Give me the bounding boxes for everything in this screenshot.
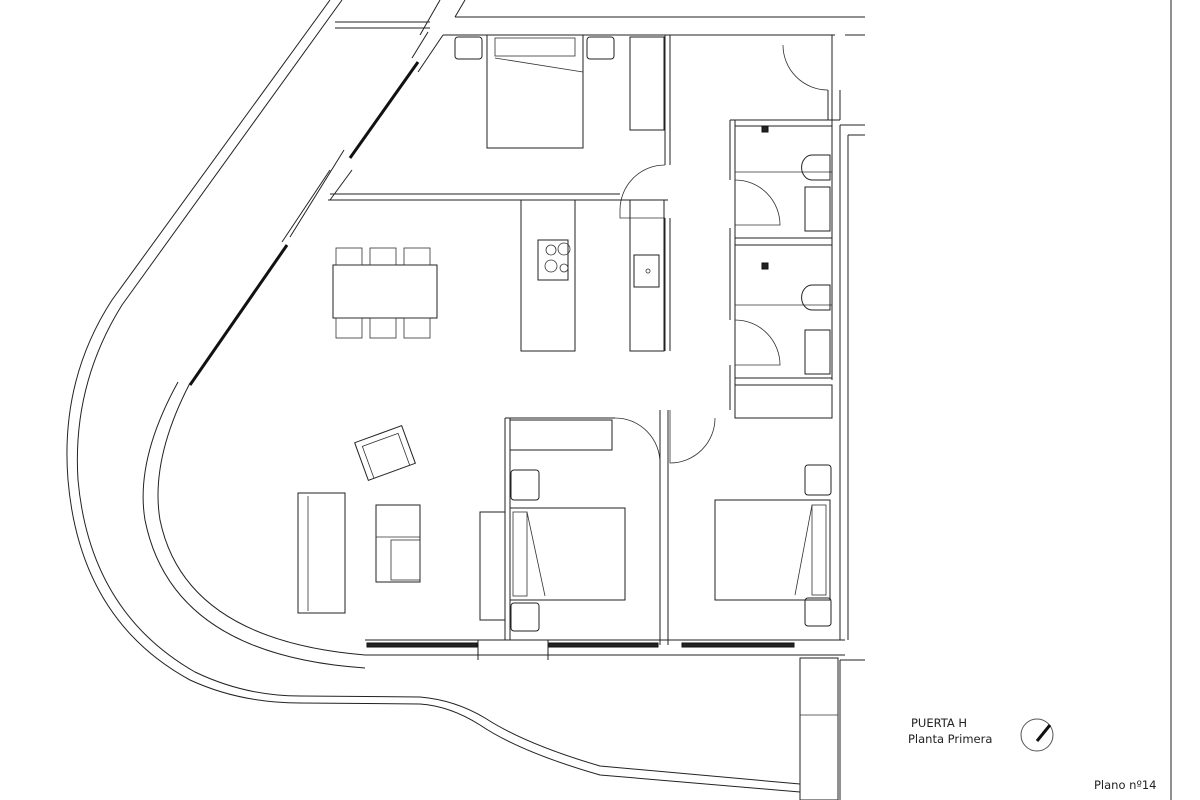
diagonal-facade	[188, 31, 444, 386]
double-bed-icon	[714, 499, 831, 601]
chair-icon	[369, 247, 397, 266]
nightstand-icon	[804, 464, 832, 496]
dining-set	[332, 247, 438, 339]
toilet-icon	[801, 154, 831, 181]
north-arrow-icon	[1020, 718, 1054, 752]
entry-door-swing-icon	[782, 44, 829, 91]
kitchen-island	[520, 199, 576, 352]
chair-icon	[403, 317, 431, 339]
double-bed-icon	[486, 34, 584, 149]
top-corridor-walls	[335, 0, 865, 36]
window-glazing	[366, 642, 478, 648]
toilet-icon	[801, 284, 831, 311]
washbasin-icon	[804, 186, 831, 232]
balcony-outline	[66, 0, 801, 793]
nightstand-icon	[510, 469, 540, 501]
chair-icon	[335, 247, 363, 266]
window-glazing	[681, 642, 795, 648]
double-bed-icon	[509, 507, 626, 601]
chair-icon	[369, 317, 397, 339]
kitchen-bedroom-wall	[328, 35, 671, 351]
bedroom-1-furniture	[454, 34, 665, 149]
bottom-facade	[365, 639, 865, 800]
balcony-planter	[799, 657, 839, 800]
armchair-icon	[375, 504, 421, 583]
bedroom-2	[479, 410, 669, 645]
nightstand-icon	[510, 602, 540, 632]
floor-label: Planta Primera	[908, 732, 993, 746]
armchair-icon	[354, 425, 416, 481]
nightstand-icon	[804, 597, 832, 627]
curved-wall	[142, 381, 366, 669]
wardrobe-icon	[509, 419, 613, 451]
wardrobe-icon	[629, 36, 665, 131]
living-furniture	[297, 425, 421, 614]
chair-icon	[403, 247, 431, 266]
bathrooms	[729, 35, 865, 640]
sink-icon	[633, 254, 660, 288]
kitchen-counter	[629, 199, 665, 352]
desk-icon	[479, 511, 506, 621]
bedroom-3	[669, 384, 833, 627]
sheet-number: Plano nº14	[1094, 778, 1157, 792]
nightstand-icon	[454, 36, 483, 60]
shower-drain-icon	[761, 262, 769, 270]
dining-table-icon	[332, 264, 438, 319]
door-swing-icon	[619, 164, 666, 219]
kitchen	[520, 199, 665, 352]
nightstand-icon	[586, 36, 615, 60]
washbasin-icon	[804, 329, 831, 375]
sofa-icon	[297, 492, 346, 614]
wardrobe-icon	[734, 384, 833, 419]
chair-icon	[335, 317, 363, 339]
hob-icon	[537, 239, 569, 281]
window-glazing	[547, 642, 659, 648]
shower-drain-icon	[761, 125, 769, 133]
unit-label: PUERTA H	[911, 716, 968, 730]
